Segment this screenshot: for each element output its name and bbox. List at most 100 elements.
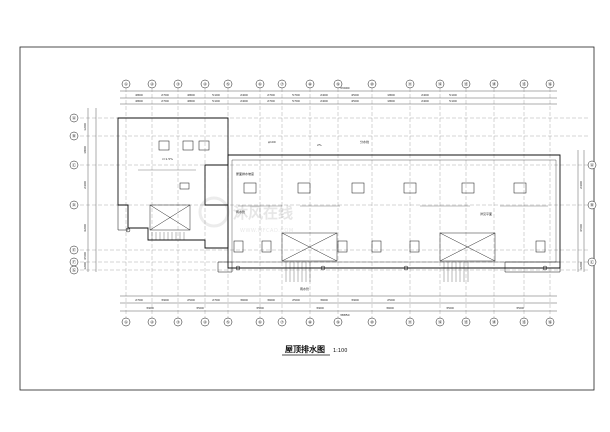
grid-axis-top-bubble	[277, 79, 287, 89]
opening	[243, 182, 257, 194]
grid-axis-top-bubble	[305, 79, 315, 89]
grid-axis-bottom-bubble	[173, 317, 183, 327]
dim-bottom: 2700	[212, 298, 220, 302]
grid-axis-left-bubble	[69, 131, 79, 141]
grid-axis-top-label: ⑭	[492, 81, 496, 87]
grid-axis-top-label: ④	[203, 82, 207, 87]
dim-top: 4500	[351, 93, 359, 97]
grid-axis-top-bubble	[147, 79, 157, 89]
opening	[371, 240, 382, 253]
dim-top: 5700	[292, 99, 300, 103]
grid-axis-bottom-bubble	[305, 317, 315, 327]
watermark-logo-icon	[198, 196, 230, 228]
grid-axis-bottom-label: ⑦	[280, 320, 284, 325]
grid-axis-left-bubble	[69, 113, 79, 123]
opening	[179, 182, 190, 190]
dim-bottom: 3500	[256, 306, 264, 310]
note-text: φ100	[268, 140, 276, 144]
note-text: 详见平面	[480, 211, 492, 216]
grid-axis-top-bubble	[200, 79, 210, 89]
grid-axis-top-bubble	[333, 79, 343, 89]
dim-top: 4500	[351, 99, 359, 103]
opening	[182, 140, 194, 151]
grid-axis-top-label: ⑬	[464, 81, 468, 87]
drain-icon	[235, 265, 241, 271]
opening	[297, 182, 311, 194]
dim-top: 2400	[320, 93, 328, 97]
grid-axis-left-bubble	[69, 245, 79, 255]
grid-axis-top-label: ⑨	[336, 82, 340, 87]
note-text: 分水线	[360, 139, 369, 144]
dim-top: 5100	[449, 93, 457, 97]
grid-axis-top-label: ①	[124, 82, 128, 87]
drawing-title: 屋顶排水图	[285, 344, 325, 354]
dim-top: 1800	[387, 99, 395, 103]
grid-lines	[80, 88, 590, 318]
notes: 屋面排水坡度 2% i=1.5% 雨水管 详见平面 φ100 雨水管 分水线	[162, 139, 492, 291]
grid-axis-top-bubble	[223, 79, 233, 89]
grid-axis-bottom-label: ⑩	[370, 320, 374, 325]
dim-top: 2400	[421, 99, 429, 103]
grid-axis-bottom-bubble	[489, 317, 499, 327]
grid-axis-right-label: Ⓑ	[590, 202, 594, 208]
grid-axis-top-label: ⑯	[548, 81, 552, 87]
grid-axis-right-bubble	[587, 160, 597, 170]
dim-left: 4500	[83, 252, 87, 260]
dim-top: 4800	[135, 93, 143, 97]
grid-axis-top-bubble	[435, 79, 445, 89]
grid-axis-left-label: Ⓖ	[72, 267, 76, 273]
opening	[158, 140, 170, 151]
dim-top: 5100	[212, 93, 220, 97]
dim-bottom: 3500	[196, 306, 204, 310]
grid-axis-top-label: ③	[176, 82, 180, 87]
drain-icon	[403, 265, 409, 271]
dim-right: 1200	[579, 262, 583, 270]
opening	[198, 140, 210, 151]
grid-axis-left-label: Ⓐ	[72, 115, 76, 121]
grid-axis-top-label: ⑫	[438, 81, 442, 87]
roof-openings	[158, 140, 546, 253]
grid-axis-right-bubble	[587, 200, 597, 210]
grid-axis-left-label: Ⓔ	[72, 247, 76, 253]
opening	[351, 182, 365, 194]
dim-bottom: 3500	[446, 306, 454, 310]
grid-axis-bottom-bubble	[277, 317, 287, 327]
grid-axis-right-label: Ⓐ	[590, 162, 594, 168]
dim-bottom: 3600	[320, 298, 328, 302]
grid-axis-top-bubble	[489, 79, 499, 89]
grid-axis-left-label: Ⓕ	[72, 259, 76, 265]
dim-top: 4800	[135, 99, 143, 103]
dim-bottom-total: 38850	[340, 313, 350, 317]
grid-axis-bottom-bubble	[121, 317, 131, 327]
dim-top: 5700	[292, 93, 300, 97]
note-text: 2%	[317, 143, 322, 147]
watermark: 沐风在线 WWW.MFCAD.COM	[198, 196, 293, 234]
dim-top: 4800	[187, 93, 195, 97]
opening	[461, 182, 475, 194]
grid-axis-top-label: ⑪	[408, 81, 412, 87]
grid-axis-top-bubble	[405, 79, 415, 89]
grid-axis-top-label: ⑥	[258, 82, 262, 87]
grid-axis-bottom-bubble	[519, 317, 529, 327]
opening	[233, 240, 244, 253]
grid-axis-top-label: ⑦	[280, 82, 284, 87]
grid-axis-top-bubble	[255, 79, 265, 89]
opening	[535, 240, 546, 253]
grid-axis-bottom-label: ⑬	[464, 319, 468, 325]
grid-axis-left-label: Ⓑ	[72, 133, 76, 139]
drawing-scale: 1:100	[333, 348, 347, 354]
grid-axis-left-label: Ⓒ	[72, 162, 76, 168]
opening	[409, 240, 420, 253]
grid-axis-bottom-bubble	[147, 317, 157, 327]
grid-axis-right-bubble	[587, 257, 597, 267]
grid-axis-bottom-label: ③	[176, 320, 180, 325]
grid-axis-right-label: Ⓒ	[590, 259, 594, 265]
grid-axis-bottom-label: ⑪	[408, 319, 412, 325]
dimension-lines	[87, 90, 585, 312]
drainage-slopes	[138, 169, 548, 207]
dim-top: 2700	[161, 93, 169, 97]
dim-top: 2700	[161, 99, 169, 103]
dim-top: 2700	[267, 99, 275, 103]
